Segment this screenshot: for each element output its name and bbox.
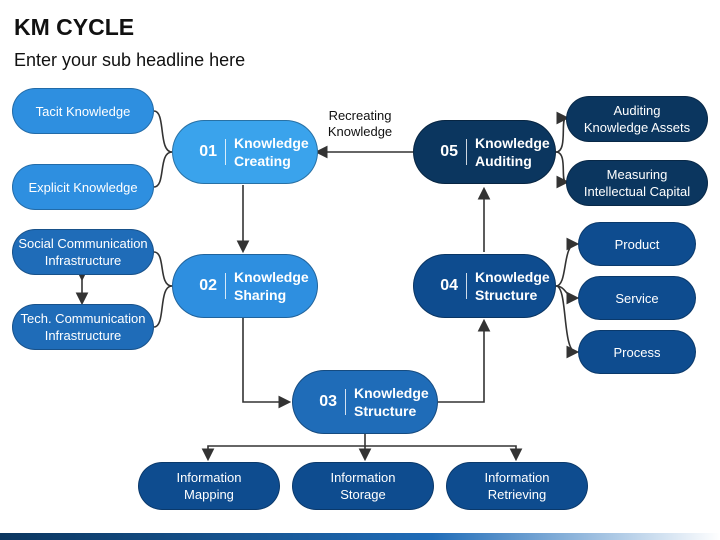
auditing-knowledge-assets-node: Auditing Knowledge Assets — [566, 96, 708, 142]
stage-05-node: 05 Knowledge Auditing — [413, 120, 556, 184]
tech-communication-node: Tech. Communication Infrastructure — [12, 304, 154, 350]
product-label: Product — [614, 236, 660, 252]
service-node: Service — [578, 276, 696, 320]
service-label: Service — [615, 290, 659, 306]
stage-02-node: 02 Knowledge Sharing — [172, 254, 318, 318]
stage-03-separator — [345, 389, 346, 415]
stage-05-separator — [466, 139, 467, 165]
connector-tech — [153, 285, 173, 328]
stage-02-label: Knowledge Sharing — [234, 269, 309, 303]
explicit-knowledge-label: Explicit Knowledge — [28, 179, 138, 195]
page-subtitle: Enter your sub headline here — [14, 50, 246, 70]
connector-measuring — [555, 151, 570, 189]
connector-auditing-assets — [555, 111, 570, 153]
page-title: KM CYCLE — [14, 14, 135, 40]
information-retrieving-node: Information Retrieving — [446, 462, 588, 510]
tacit-knowledge-label: Tacit Knowledge — [35, 103, 131, 119]
connector-social — [153, 251, 173, 287]
connector-tacit — [153, 110, 173, 153]
stage-02-number: 02 — [199, 277, 217, 294]
stage-01-label: Knowledge Creating — [234, 135, 309, 169]
connector-mapping — [201, 434, 366, 462]
information-retrieving-label: Information Retrieving — [484, 470, 550, 502]
stage-01-separator — [225, 139, 226, 165]
stage-01-node: 01 Knowledge Creating — [172, 120, 318, 184]
arrow-03-04 — [438, 318, 491, 403]
auditing-knowledge-assets-label: Auditing Knowledge Assets — [583, 103, 691, 135]
stage-05-label: Knowledge Auditing — [475, 135, 550, 169]
connector-product — [555, 237, 580, 287]
stage-03-node: 03 Knowledge Structure — [292, 370, 438, 434]
stage-03-label: Knowledge Structure — [354, 385, 429, 419]
tech-communication-label: Tech. Communication Infrastructure — [20, 311, 146, 343]
process-label: Process — [613, 344, 661, 360]
recreating-knowledge-label: Recreating Knowledge — [327, 108, 393, 139]
connector-process — [555, 285, 580, 359]
stage-01-number: 01 — [199, 143, 217, 160]
stage-02-separator — [225, 273, 226, 299]
stage-04-separator — [466, 273, 467, 299]
stage-04-label: Knowledge Structure — [475, 269, 550, 303]
product-node: Product — [578, 222, 696, 266]
explicit-knowledge-node: Explicit Knowledge — [12, 164, 154, 210]
information-mapping-label: Information Mapping — [176, 470, 242, 502]
stage-04-node: 04 Knowledge Structure — [413, 254, 556, 318]
measuring-intellectual-capital-label: Measuring Intellectual Capital — [583, 167, 691, 199]
tacit-knowledge-node: Tacit Knowledge — [12, 88, 154, 134]
information-storage-node: Information Storage — [292, 462, 434, 510]
information-mapping-node: Information Mapping — [138, 462, 280, 510]
stage-03-number: 03 — [319, 393, 337, 410]
connector-retrieving — [365, 445, 523, 462]
stage-05-number: 05 — [440, 143, 458, 160]
stage-04-number: 04 — [440, 277, 458, 294]
measuring-intellectual-capital-node: Measuring Intellectual Capital — [566, 160, 708, 206]
bottom-accent-bar — [0, 533, 720, 540]
connector-explicit — [153, 151, 173, 188]
arrow-02-03 — [242, 318, 292, 409]
social-communication-node: Social Communication Infrastructure — [12, 229, 154, 275]
information-storage-label: Information Storage — [330, 470, 396, 502]
social-communication-label: Social Communication Infrastructure — [18, 236, 148, 268]
process-node: Process — [578, 330, 696, 374]
